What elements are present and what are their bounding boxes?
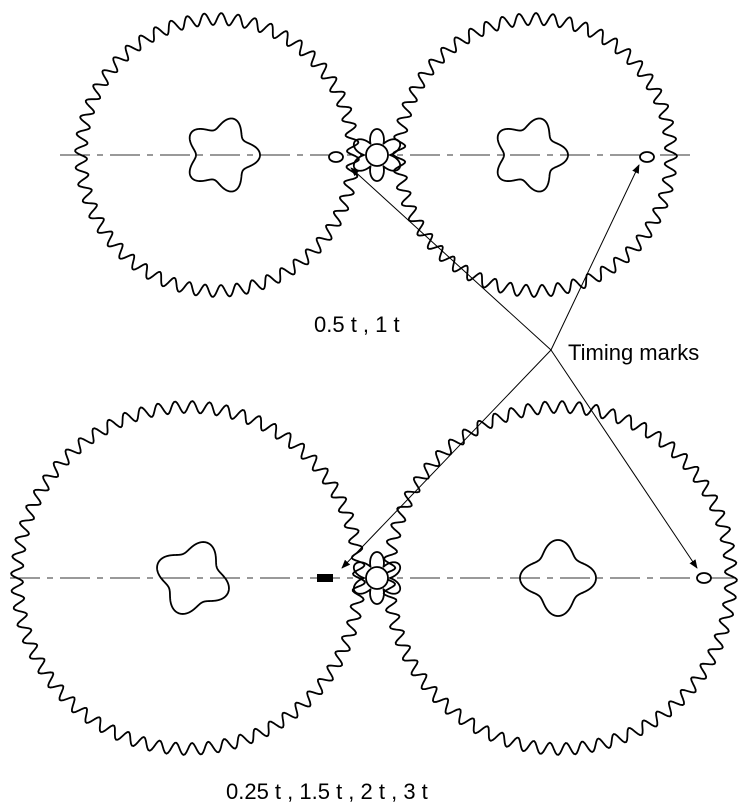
pinion-bottom-hub: [365, 566, 389, 590]
bottom-caption: 0.25 t , 1.5 t , 2 t , 3 t: [226, 779, 428, 804]
pinion-bottom: [352, 551, 402, 605]
timing-marks-callout: Timing marks: [568, 340, 699, 365]
pinion-top: [352, 128, 402, 182]
timing-mark-bottom-left: [317, 574, 333, 582]
timing-mark-bottom-right: [696, 572, 712, 584]
bore-bottom-right: [519, 539, 597, 617]
leader-to-bottom-right-mark: [550, 349, 698, 569]
timing-mark-top-right: [639, 151, 655, 163]
gear-bottom-left: [10, 400, 366, 756]
bore-top-right: [496, 117, 569, 193]
leader-to-top-left-mark: [350, 167, 552, 351]
top-caption: 0.5 t , 1 t: [314, 312, 400, 337]
leader-to-bottom-left-mark: [341, 349, 552, 569]
bore-bottom-left: [156, 541, 230, 615]
bore-top-left: [188, 117, 261, 193]
pinion-top-hub: [365, 143, 389, 167]
timing-mark-top-left: [328, 151, 344, 163]
gear-top-right: [392, 12, 678, 298]
leader-to-top-right-mark: [550, 164, 640, 351]
gear-top-left: [74, 12, 360, 298]
